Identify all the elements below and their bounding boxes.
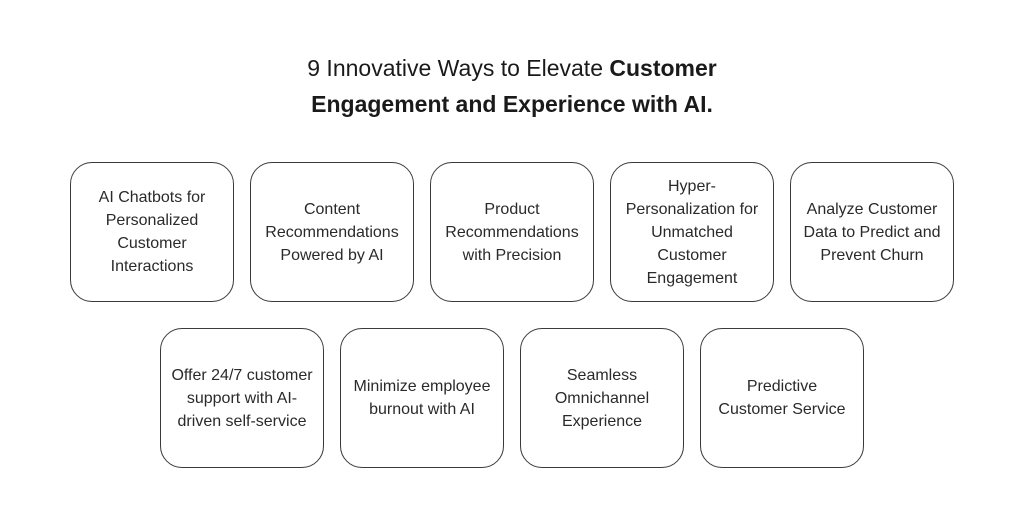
card-label: Hyper-Personalization for Unmatched Cust…	[625, 177, 759, 287]
card-ai-chatbots: AI Chatbots for Personalized Customer In…	[70, 162, 234, 302]
card-label: Seamless Omnichannel Experience	[554, 366, 650, 430]
card-predictive-service: Predictive Customer Service	[700, 328, 864, 468]
card-label: AI Chatbots for Personalized Customer In…	[98, 189, 206, 275]
card-content-recommendations: Content Recommendations Powered by AI	[250, 162, 414, 302]
card-employee-burnout: Minimize employee burnout with AI	[340, 328, 504, 468]
page-title: 9 Innovative Ways to Elevate Customer En…	[0, 50, 1024, 122]
card-label: Predictive Customer Service	[718, 378, 846, 418]
card-product-recommendations: Product Recommendations with Precision	[430, 162, 594, 302]
card-label: Offer 24/7 customer support with AI-driv…	[171, 366, 313, 430]
title-bold-line1: Customer	[609, 55, 717, 81]
card-label: Product Recommendations with Precision	[445, 200, 579, 264]
card-label: Analyze Customer Data to Predict and Pre…	[803, 200, 941, 264]
card-customer-support: Offer 24/7 customer support with AI-driv…	[160, 328, 324, 468]
card-hyper-personalization: Hyper-Personalization for Unmatched Cust…	[610, 162, 774, 302]
card-label: Content Recommendations Powered by AI	[265, 200, 399, 264]
title-regular: 9 Innovative Ways to Elevate	[307, 55, 610, 81]
title-bold-line2: Engagement and Experience with AI.	[311, 91, 713, 117]
card-omnichannel-experience: Seamless Omnichannel Experience	[520, 328, 684, 468]
card-label: Minimize employee burnout with AI	[353, 378, 491, 418]
card-analyze-customer-data: Analyze Customer Data to Predict and Pre…	[790, 162, 954, 302]
